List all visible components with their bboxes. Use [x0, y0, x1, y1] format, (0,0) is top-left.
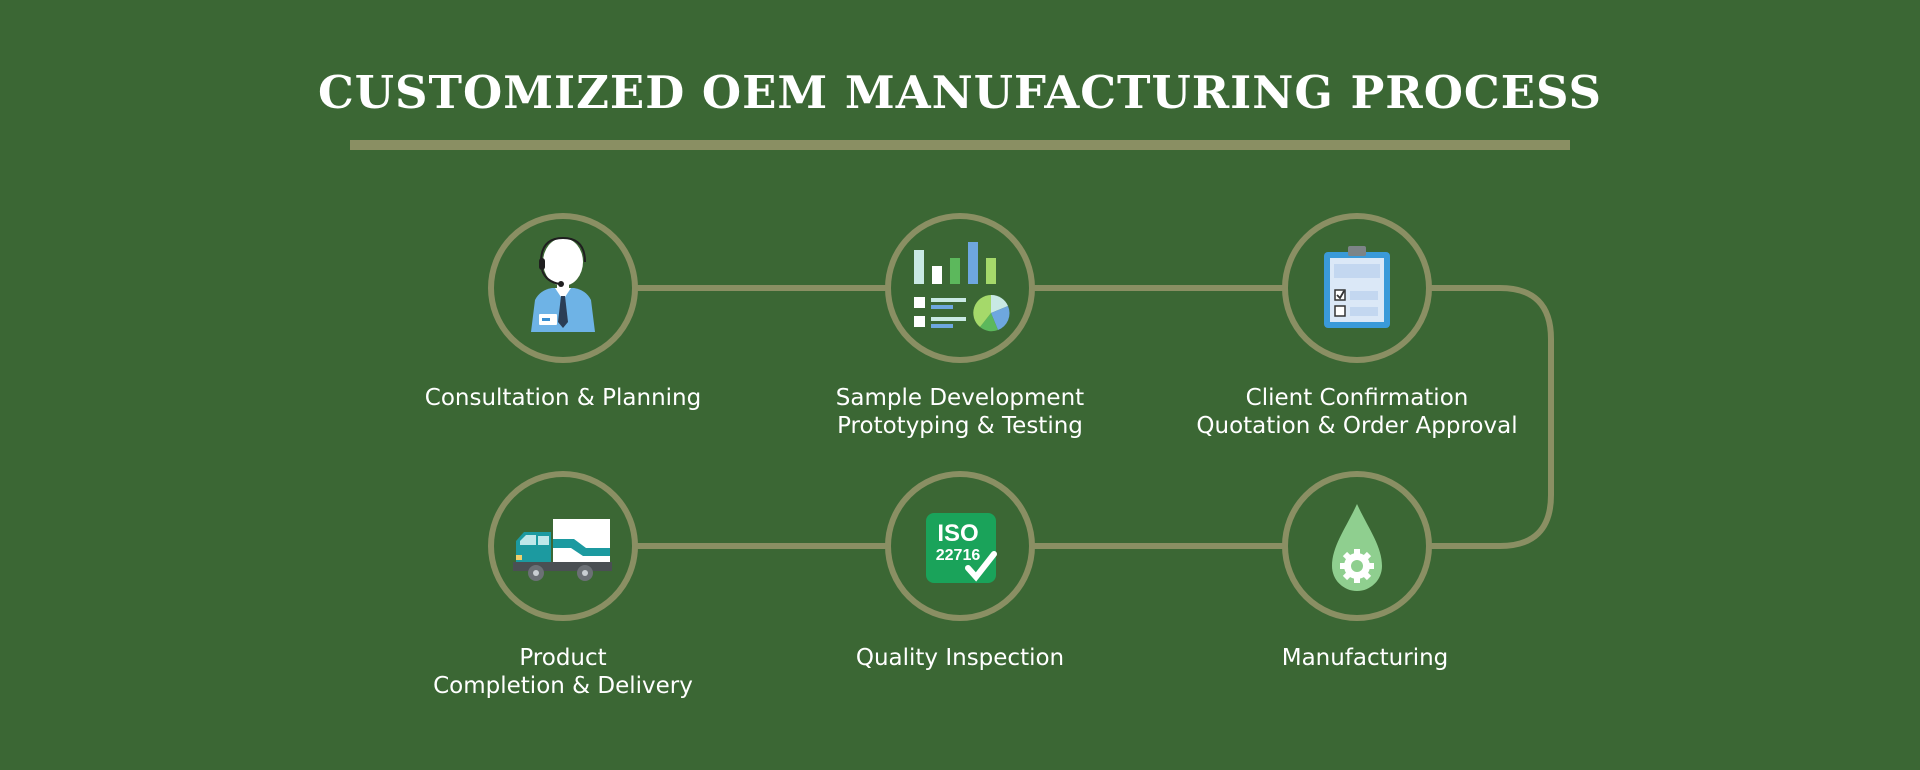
step-label-delivery: Product Completion & Delivery: [353, 644, 773, 700]
clipboard-checklist-icon: [1324, 246, 1390, 328]
iso-badge-title: ISO: [937, 520, 978, 547]
page-title: CUSTOMIZED OEM MANUFACTURING PROCESS: [317, 66, 1603, 119]
analytics-report-icon: [914, 242, 1010, 332]
connector-lines: [636, 285, 1554, 549]
step-label-line: Manufacturing: [1281, 645, 1449, 671]
step-label-line: Quotation & Order Approval: [1196, 413, 1518, 439]
step-label-line: Consultation & Planning: [424, 385, 702, 411]
step-label-line: Prototyping & Testing: [837, 413, 1083, 439]
title-divider: [350, 140, 1570, 150]
support-agent-icon: [531, 236, 595, 332]
step-label-inspection: Quality Inspection: [750, 644, 1170, 672]
iso-certificate-icon: ISO 22716: [926, 513, 997, 583]
step-label-consultation: Consultation & Planning: [353, 384, 773, 412]
step-label-line: Completion & Delivery: [433, 673, 693, 699]
step-label-line: Client Confirmation: [1245, 385, 1469, 411]
step-label-line: Quality Inspection: [855, 645, 1065, 671]
step-label-manufacturing: Manufacturing: [1155, 644, 1575, 672]
step-label-line: Product: [519, 645, 607, 671]
step-label-confirmation: Client Confirmation Quotation & Order Ap…: [1147, 384, 1567, 440]
step-label-line: Sample Development: [835, 385, 1085, 411]
step-circle-sample: [885, 213, 1035, 363]
connector-3-4: [1430, 285, 1554, 549]
step-label-sample: Sample Development Prototyping & Testing: [750, 384, 1170, 440]
delivery-truck-icon: [513, 519, 612, 581]
iso-badge-number: 22716: [936, 547, 981, 564]
oil-drop-gear-icon: [1332, 504, 1382, 591]
